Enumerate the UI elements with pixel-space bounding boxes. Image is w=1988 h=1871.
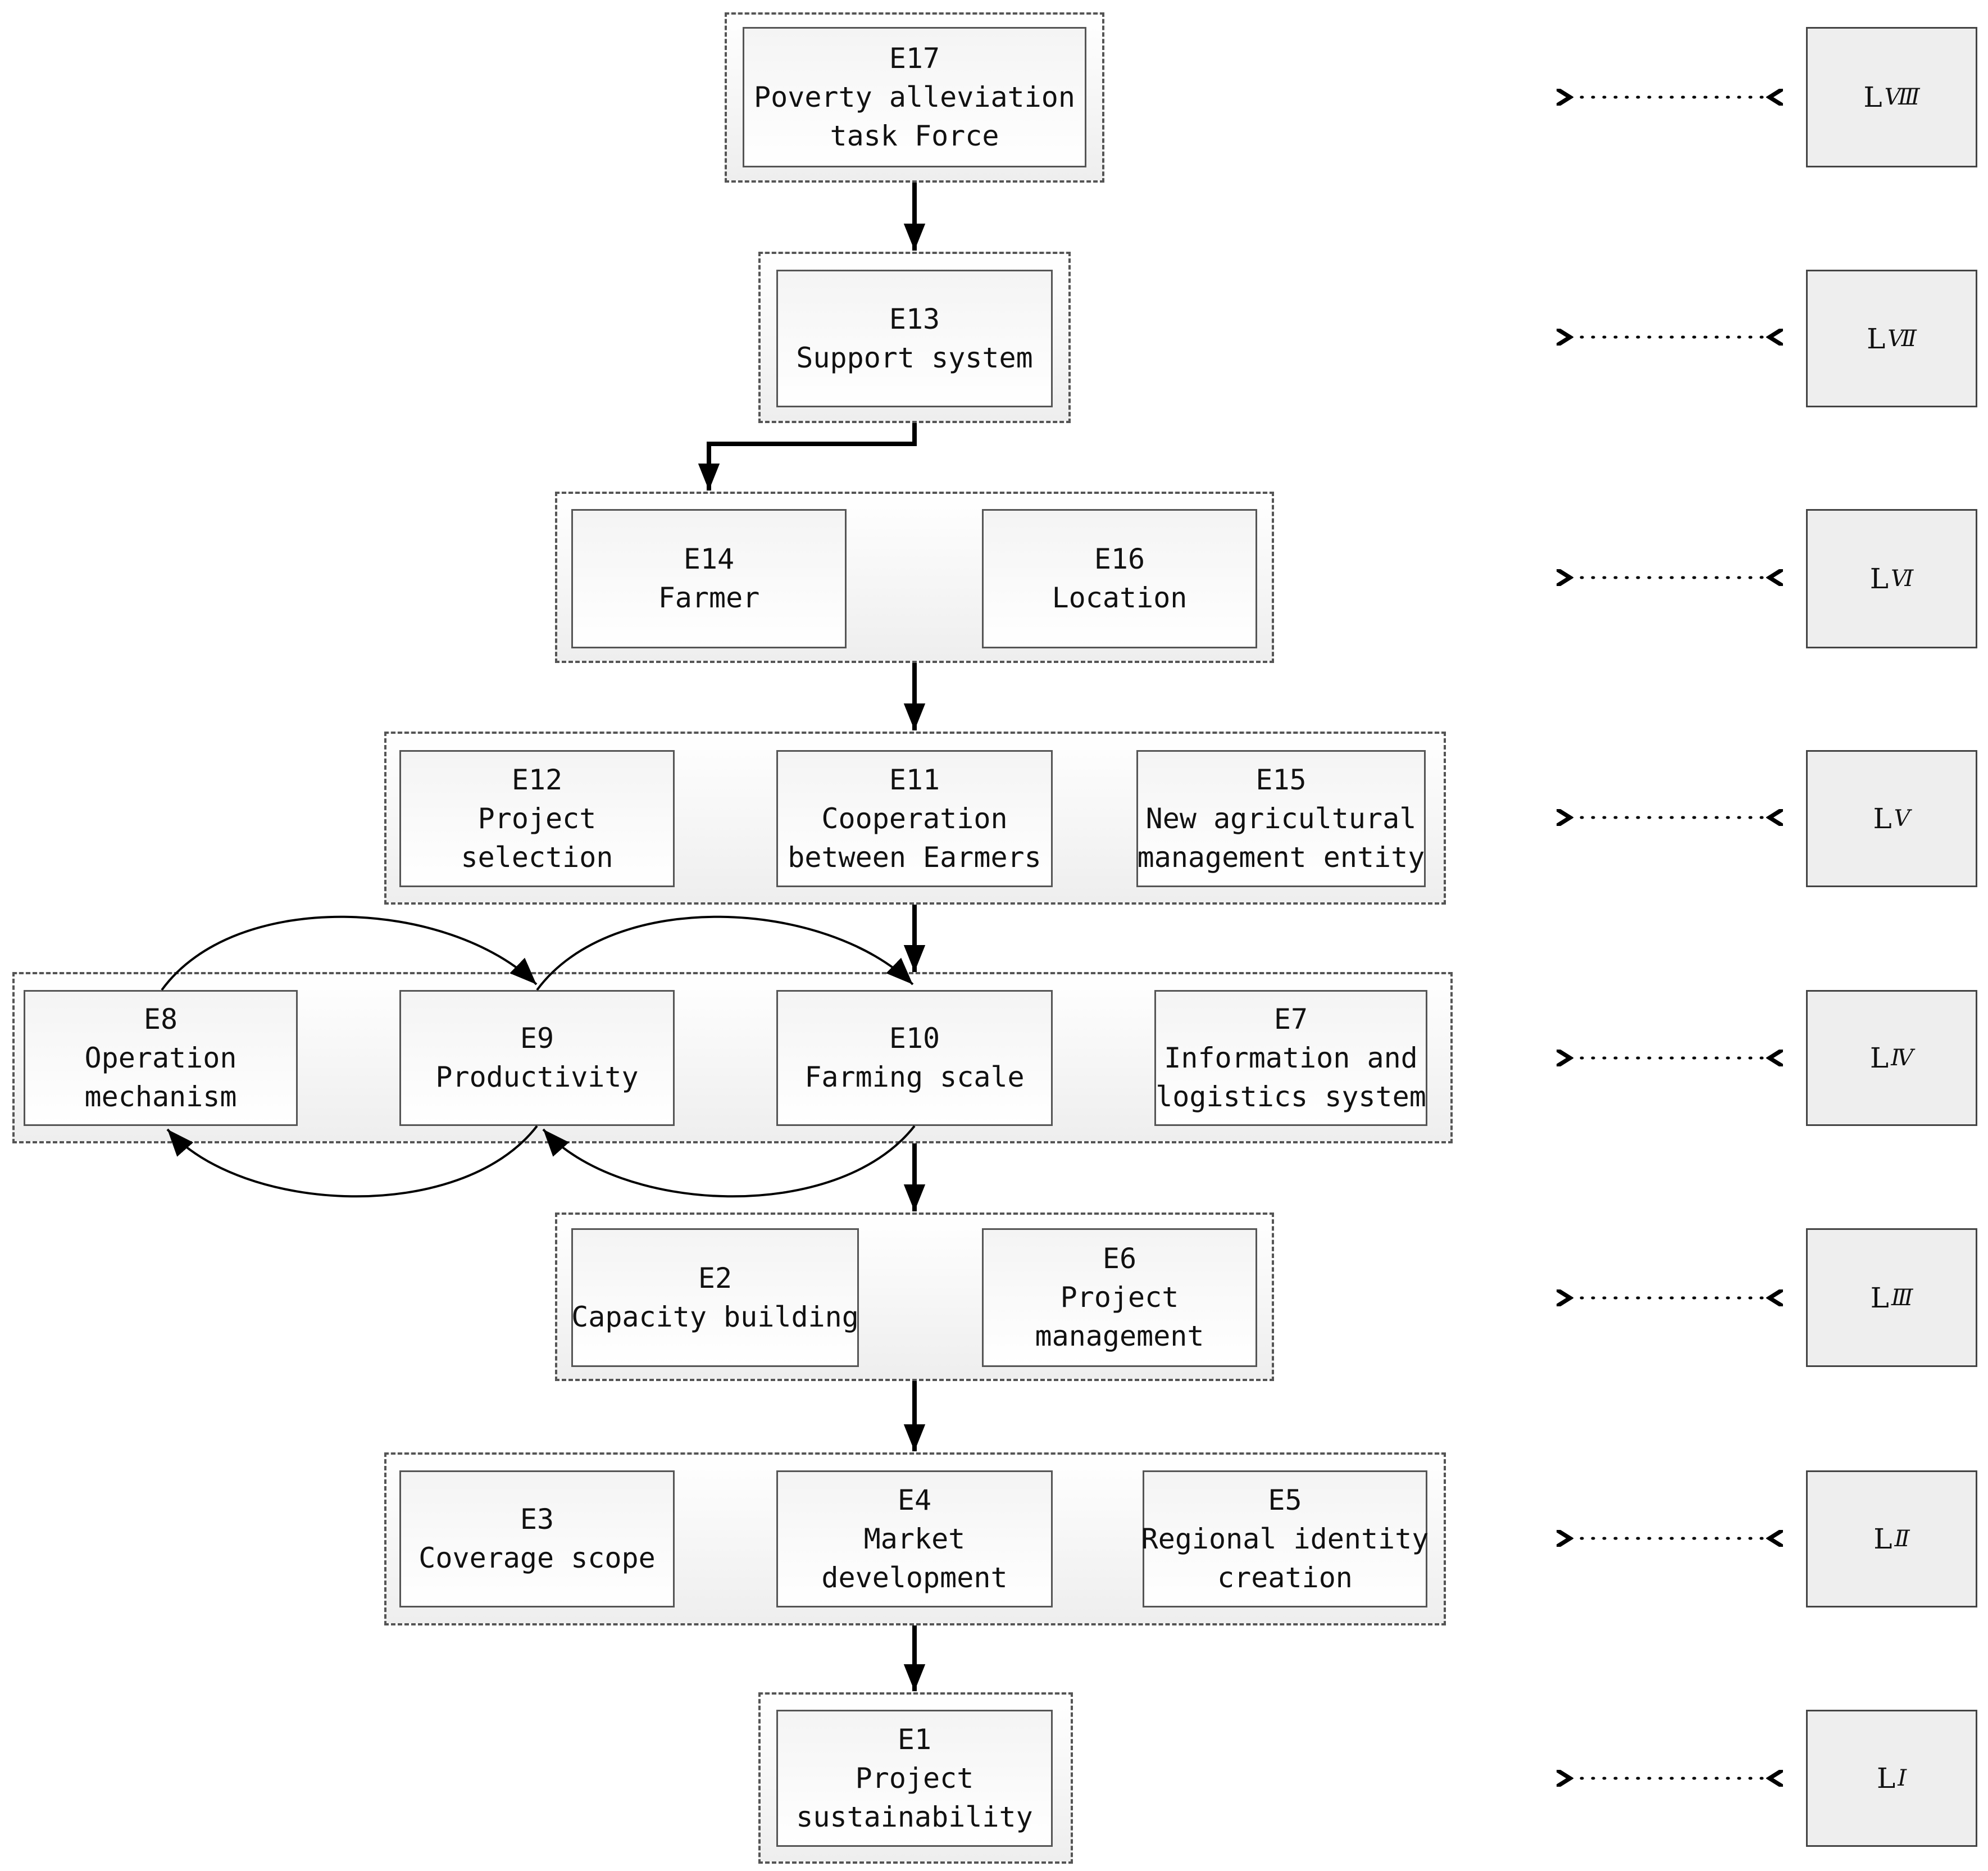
node-e13-id: E13 [889, 302, 940, 335]
node-e5-line2: creation [1217, 1561, 1353, 1594]
node-e16: E16 Location [982, 509, 1257, 648]
node-e12-line2: selection [461, 841, 613, 874]
node-e4-line1: Market [863, 1522, 966, 1555]
level-3-prefix: L [1870, 1281, 1889, 1314]
node-e17-line1: Poverty alleviation [754, 80, 1075, 113]
level-6-numeral: Ⅵ [1890, 566, 1914, 592]
edge-e9-e8 [166, 1125, 538, 1198]
level-8-prefix: L [1863, 81, 1882, 113]
level-6-prefix: L [1869, 562, 1889, 595]
node-e6-id: E6 [1102, 1242, 1137, 1275]
level-7-numeral: Ⅶ [1887, 325, 1917, 352]
node-e9: E9 Productivity [399, 990, 675, 1126]
node-e11-line2: between Earmers [788, 841, 1041, 874]
node-e4-line2: development [821, 1561, 1008, 1594]
node-e10: E10 Farming scale [776, 990, 1053, 1126]
node-e13: E13 Support system [776, 270, 1053, 407]
node-e15-id: E15 [1255, 763, 1307, 796]
node-e2-line1: Capacity building [571, 1300, 859, 1333]
node-e17-line2: task Force [830, 119, 999, 152]
node-e11-line1: Cooperation [821, 802, 1008, 835]
node-e10-id: E10 [889, 1022, 940, 1055]
node-e9-id: E9 [520, 1022, 554, 1055]
level-2-prefix: L [1873, 1523, 1893, 1555]
node-e15: E15 New agricultural management entity [1136, 750, 1426, 887]
node-e15-line2: management entity [1137, 841, 1425, 874]
node-e13-line1: Support system [796, 341, 1033, 374]
level-2-numeral: Ⅱ [1894, 1526, 1910, 1552]
level-7-prefix: L [1867, 322, 1886, 355]
node-e1: E1 Project sustainability [776, 1710, 1053, 1847]
node-e17: E17 Poverty alleviation task Force [743, 27, 1086, 167]
level-5-numeral: Ⅴ [1894, 806, 1910, 832]
node-e2-id: E2 [698, 1261, 733, 1295]
level-3-numeral: Ⅲ [1891, 1284, 1913, 1311]
node-e14: E14 Farmer [571, 509, 847, 648]
node-e6-line2: management [1035, 1320, 1204, 1352]
node-e1-line2: sustainability [796, 1800, 1033, 1833]
level-4-prefix: L [1869, 1042, 1889, 1074]
node-e11-id: E11 [889, 763, 940, 796]
level-1-prefix: L [1876, 1762, 1896, 1795]
node-e12-id: E12 [511, 763, 563, 796]
node-e12: E12 Project selection [399, 750, 675, 887]
node-e6: E6 Project management [982, 1228, 1257, 1367]
edge-e9-e10 [536, 915, 914, 991]
level-8-numeral: Ⅷ [1884, 84, 1920, 110]
node-e14-line1: Farmer [658, 582, 760, 614]
edge-e10-e9 [542, 1125, 916, 1198]
node-e8: E8 Operation mechanism [24, 990, 298, 1126]
node-e3-line1: Coverage scope [418, 1542, 656, 1574]
node-e8-line2: mechanism [84, 1080, 237, 1113]
node-e8-line1: Operation [84, 1041, 237, 1074]
node-e4: E4 Market development [776, 1470, 1053, 1607]
node-e7-line2: logistics system [1156, 1080, 1426, 1113]
node-e9-line1: Productivity [435, 1061, 639, 1093]
node-e16-line1: Location [1052, 582, 1188, 614]
node-e6-line1: Project [1060, 1281, 1179, 1314]
node-e7-id: E7 [1273, 1002, 1308, 1036]
node-e15-line1: New agricultural [1145, 802, 1417, 835]
node-e17-id: E17 [889, 42, 940, 75]
node-e4-id: E4 [897, 1483, 932, 1516]
node-e5-id: E5 [1268, 1483, 1302, 1516]
node-e12-line1: Project [477, 802, 597, 835]
node-e7: E7 Information and logistics system [1154, 990, 1427, 1126]
node-e1-line1: Project [855, 1761, 974, 1795]
node-e7-line1: Information and [1164, 1041, 1418, 1074]
level-4-numeral: Ⅳ [1891, 1045, 1914, 1071]
node-e5: E5 Regional identity creation [1141, 1470, 1429, 1607]
edge-e8-e9 [161, 915, 538, 991]
node-e16-id: E16 [1094, 543, 1145, 575]
node-e8-id: E8 [143, 1002, 178, 1036]
level-1-numeral: Ⅰ [1898, 1765, 1907, 1791]
node-e2: E2 Capacity building [571, 1228, 859, 1367]
node-e3: E3 Coverage scope [399, 1470, 675, 1607]
node-e1-id: E1 [897, 1723, 932, 1756]
node-e5-line1: Regional identity [1141, 1522, 1429, 1555]
edge-e13-e14 [698, 423, 917, 491]
level-5-prefix: L [1873, 802, 1892, 835]
node-e10-line1: Farming scale [804, 1061, 1025, 1093]
node-e11: E11 Cooperation between Earmers [776, 750, 1053, 887]
level-connectors [1570, 97, 1769, 1778]
node-e14-id: E14 [683, 543, 735, 575]
node-e3-id: E3 [520, 1503, 554, 1536]
